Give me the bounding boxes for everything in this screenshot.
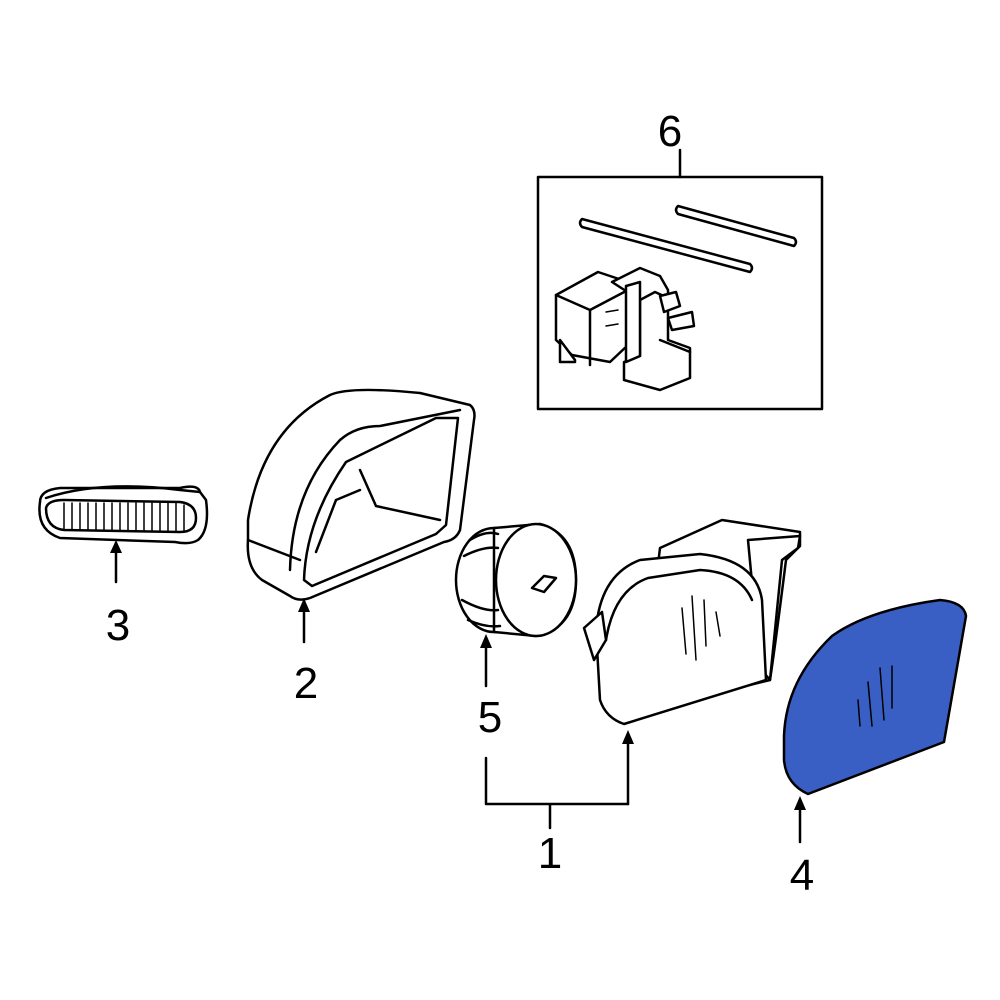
actuator-face	[494, 522, 578, 638]
leader-1-bracket	[484, 756, 630, 830]
callout-4: 4	[790, 851, 814, 900]
cover-opening	[302, 416, 460, 588]
assembly-tab	[582, 610, 608, 662]
arrow-1	[622, 730, 634, 744]
motor-block	[554, 270, 630, 364]
signal-ribs	[63, 502, 185, 532]
arrow-5	[480, 634, 492, 648]
part-1-mirror-assembly[interactable]	[484, 518, 802, 830]
assembly-glass-mount	[594, 552, 768, 726]
arrow-2	[298, 598, 310, 612]
actuator-hub	[530, 574, 558, 594]
motor-bolt	[658, 290, 682, 314]
part-2-mirror-cover[interactable]	[246, 388, 476, 644]
callout-5: 5	[478, 693, 502, 742]
part-4-mirror-glass[interactable]	[782, 598, 968, 844]
part-3-turn-signal[interactable]	[38, 485, 209, 584]
glass-reflection-lines	[857, 665, 893, 727]
callout-3: 3	[106, 601, 130, 650]
signal-lens	[44, 498, 198, 534]
callout-2: 2	[294, 659, 318, 708]
rod-short	[674, 204, 798, 248]
part-5-actuator[interactable]	[454, 522, 578, 688]
callout-1: 1	[538, 829, 562, 878]
arrow-3	[110, 540, 122, 553]
part-6-motor-kit[interactable]	[536, 148, 824, 411]
callout-6: 6	[658, 107, 682, 156]
glass-highlight	[782, 598, 968, 796]
arrow-4	[794, 796, 806, 810]
rod-long	[578, 217, 754, 274]
